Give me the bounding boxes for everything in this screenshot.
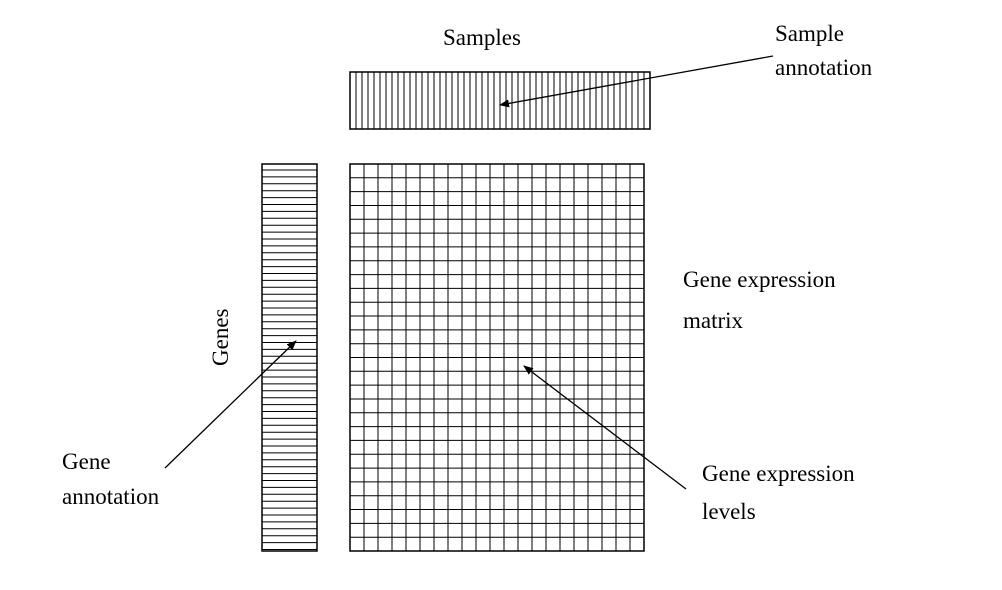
gene-expression-matrix-label-line1: Gene expression [683,267,836,292]
gene-annotation-label-line1: Gene [62,449,111,474]
gene-expression-matrix-grid [349,163,645,552]
gene-expression-matrix-label-line2: matrix [683,308,744,333]
gene-expression-levels-label-line2: levels [702,499,756,524]
gene-annotation-bar [261,163,318,552]
gene-annotation-bar-border [261,163,318,552]
sample-annotation-label-line2: annotation [775,55,873,80]
samples-label: Samples [443,25,521,50]
sample-annotation-bar [349,71,651,130]
sample-annotation-arrow [499,55,774,108]
gene-expression-levels-label-line1: Gene expression [702,461,855,486]
gene-annotation-arrow [164,340,297,469]
genes-label: Genes [208,308,233,366]
sample-annotation-label-line1: Sample [775,21,844,46]
gene-annotation-label-line2: annotation [62,484,160,509]
gene-expression-levels-arrow [523,365,687,490]
